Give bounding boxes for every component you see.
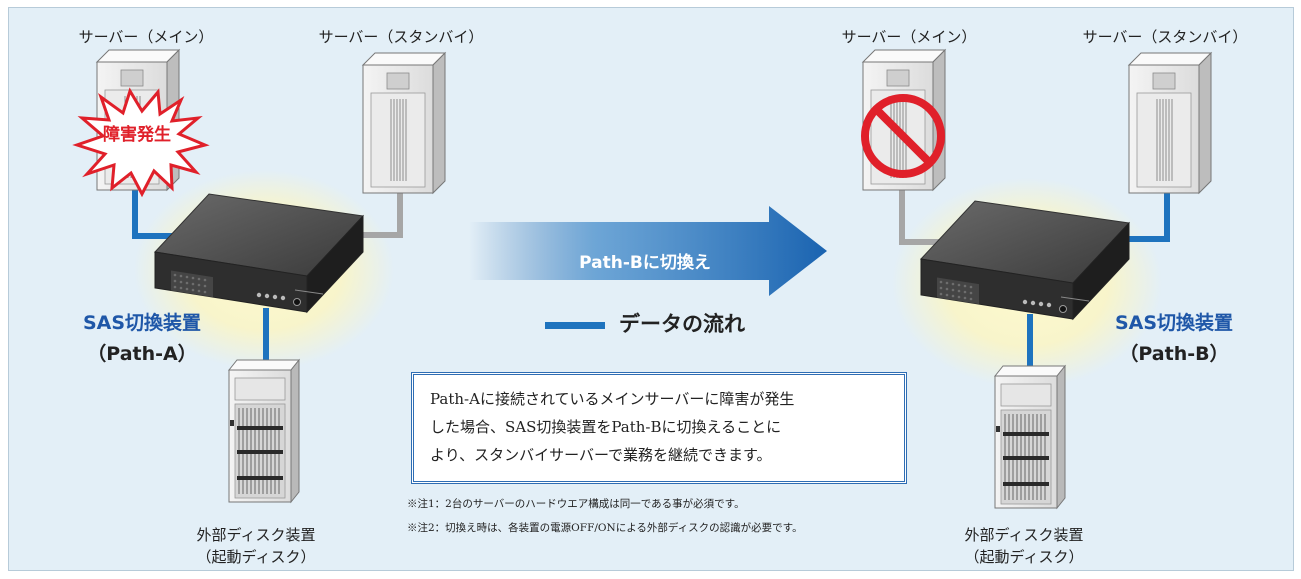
left-disk-label-2: （起動ディスク）	[196, 548, 316, 566]
description-box: Path-Aに接続されているメインサーバーに障害が発生 した場合、SAS切換装置…	[411, 372, 907, 484]
right-server-standby-label: サーバー（スタンバイ）	[1082, 28, 1248, 46]
right-server-standby-icon	[1128, 52, 1212, 194]
failure-badge-text: 障害発生	[103, 125, 171, 145]
description-line: した場合、SAS切換装置をPath-Bに切換えることに	[430, 418, 782, 436]
left-sas-label: SAS切換装置 （Path-A）	[67, 308, 217, 366]
right-link-standby	[1127, 193, 1170, 242]
left-disk-icon	[228, 359, 300, 503]
footnote-2: ※注2：切換え時は、各装置の電源OFF/ONによる外部ディスクの認識が必要です。	[407, 522, 803, 534]
failure-burst-icon	[72, 87, 210, 198]
left-server-standby-label: サーバー（スタンバイ）	[318, 28, 484, 46]
left-sas-path: （Path-A）	[87, 343, 197, 365]
description-line: Path-Aに接続されているメインサーバーに障害が発生	[430, 390, 795, 408]
right-link-main	[899, 190, 939, 245]
prohibited-icon	[861, 94, 945, 178]
footnote-1: ※注1：2台のサーバーのハードウエア構成は同一である事が必須です。	[407, 498, 745, 510]
description-line: より、スタンバイサーバーで業務を継続できます。	[430, 446, 772, 464]
left-link-standby	[359, 193, 403, 238]
left-link-main	[132, 190, 173, 239]
left-sas-name: SAS切換装置	[82, 312, 202, 334]
right-disk-label-2: （起動ディスク）	[964, 548, 1084, 566]
left-server-standby-icon	[362, 52, 446, 194]
diagram-graphics	[72, 49, 1212, 509]
left-server-main-label: サーバー（メイン）	[78, 28, 214, 46]
right-disk-label-1: 外部ディスク装置	[964, 526, 1084, 544]
left-disk-label-1: 外部ディスク装置	[196, 526, 316, 544]
legend-label: データの流れ	[619, 312, 745, 336]
transition-arrow	[469, 206, 827, 296]
right-sas-path: （Path-B）	[1119, 343, 1229, 365]
right-server-main-label: サーバー（メイン）	[841, 28, 977, 46]
right-sas-label: SAS切換装置 （Path-B）	[1099, 308, 1249, 366]
arrow-label: Path-Bに切換え	[579, 253, 711, 273]
right-server-main-icon	[862, 49, 946, 191]
right-disk-icon	[994, 365, 1066, 509]
legend-line-swatch	[545, 322, 605, 329]
diagram-panel: サーバー（メイン） サーバー（スタンバイ） 障害発生 SAS切換装置 （Path…	[8, 7, 1294, 571]
right-sas-name: SAS切換装置	[1114, 312, 1234, 334]
